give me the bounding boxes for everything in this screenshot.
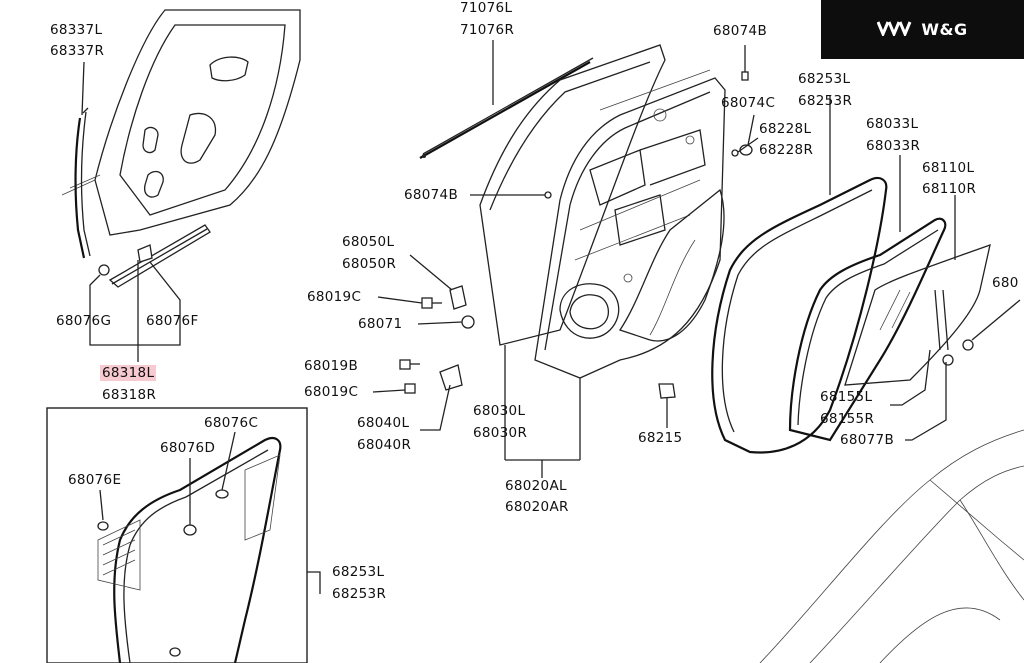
part-label-68253R-top: 68253R bbox=[798, 93, 853, 109]
part-label-68076G: 68076G bbox=[56, 313, 112, 329]
part-label-68071: 68071 bbox=[358, 316, 403, 332]
part-label-68110L: 68110L bbox=[922, 160, 975, 176]
part-label-68033L: 68033L bbox=[866, 116, 919, 132]
part-label-68019B: 68019B bbox=[304, 358, 359, 374]
part-label-68050R: 68050R bbox=[342, 256, 397, 272]
part-68019B-bolt bbox=[399, 359, 420, 370]
part-label-68019C-low: 68019C bbox=[304, 384, 359, 400]
part-label-68040R: 68040R bbox=[357, 437, 412, 453]
part-label-68318R: 68318R bbox=[102, 387, 157, 403]
part-68071-bolt bbox=[417, 315, 475, 329]
part-label-68076E: 68076E bbox=[68, 472, 122, 488]
part-label-68050L: 68050L bbox=[342, 234, 395, 250]
part-68110-door-glass bbox=[844, 243, 991, 386]
part-label-68076D: 68076D bbox=[160, 440, 216, 456]
part-label-68228L: 68228L bbox=[759, 121, 812, 137]
part-68253-weatherstrip bbox=[711, 176, 888, 454]
part-68019C-bolt-low bbox=[372, 383, 416, 394]
part-68337-weatherstrip bbox=[74, 107, 91, 259]
part-71076-belt-moulding bbox=[419, 57, 594, 159]
part-label-68253R-low: 68253R bbox=[332, 586, 387, 602]
part-label-68074B-top: 68074B bbox=[713, 23, 768, 39]
part-label-68253L-top: 68253L bbox=[798, 71, 851, 87]
part-68040-check bbox=[420, 364, 463, 431]
part-68050-hinge bbox=[409, 254, 467, 310]
part-label-68030R: 68030R bbox=[473, 425, 528, 441]
part-label-68020AL: 68020AL bbox=[505, 478, 567, 494]
part-label-68019C-top: 68019C bbox=[307, 289, 362, 305]
brand-text: W&G bbox=[921, 20, 968, 39]
part-label-68318L: 68318L bbox=[100, 365, 157, 382]
part-68033-run-channel bbox=[788, 217, 947, 442]
part-68074B-plug bbox=[741, 45, 749, 81]
part-68076-sill-strip bbox=[98, 224, 211, 288]
part-label-68076F: 68076F bbox=[146, 313, 199, 329]
part-label-68040L: 68040L bbox=[357, 415, 410, 431]
part-68030-inner-panel bbox=[534, 69, 726, 379]
brand-badge: W&G bbox=[821, 0, 1024, 59]
part-label-68074B-mid: 68074B bbox=[404, 187, 459, 203]
triple-v-icon bbox=[876, 20, 913, 40]
part-68215-bumper bbox=[658, 383, 676, 428]
part-68019C-bolt bbox=[377, 296, 442, 309]
part-label-68155L: 68155L bbox=[820, 389, 873, 405]
part-watershield bbox=[618, 188, 725, 342]
part-label-68215: 68215 bbox=[638, 430, 683, 446]
part-label-68228R: 68228R bbox=[759, 142, 814, 158]
part-label-680-truncated: 680 bbox=[992, 275, 1019, 291]
part-label-68155R: 68155R bbox=[820, 411, 875, 427]
part-label-68020AR: 68020AR bbox=[505, 499, 569, 515]
part-label-68337L: 68337L bbox=[50, 22, 103, 38]
part-label-68110R: 68110R bbox=[922, 181, 977, 197]
part-label-71076L: 71076L bbox=[460, 0, 513, 16]
vehicle-body-outline bbox=[61, 9, 301, 236]
part-label-68030L: 68030L bbox=[473, 403, 526, 419]
part-label-68074C: 68074C bbox=[721, 95, 776, 111]
inset-detail-box bbox=[46, 407, 308, 663]
part-label-68318L-highlight: 68318L bbox=[100, 365, 157, 381]
part-label-68253L-low: 68253L bbox=[332, 564, 385, 580]
part-68074C-grommet bbox=[731, 114, 759, 157]
part-label-68337R: 68337R bbox=[50, 43, 105, 59]
vehicle-rear-outline bbox=[759, 429, 1024, 663]
part-label-68077B: 68077B bbox=[840, 432, 895, 448]
part-label-68076C: 68076C bbox=[204, 415, 259, 431]
part-label-71076R: 71076R bbox=[460, 22, 515, 38]
part-label-68033R: 68033R bbox=[866, 138, 921, 154]
